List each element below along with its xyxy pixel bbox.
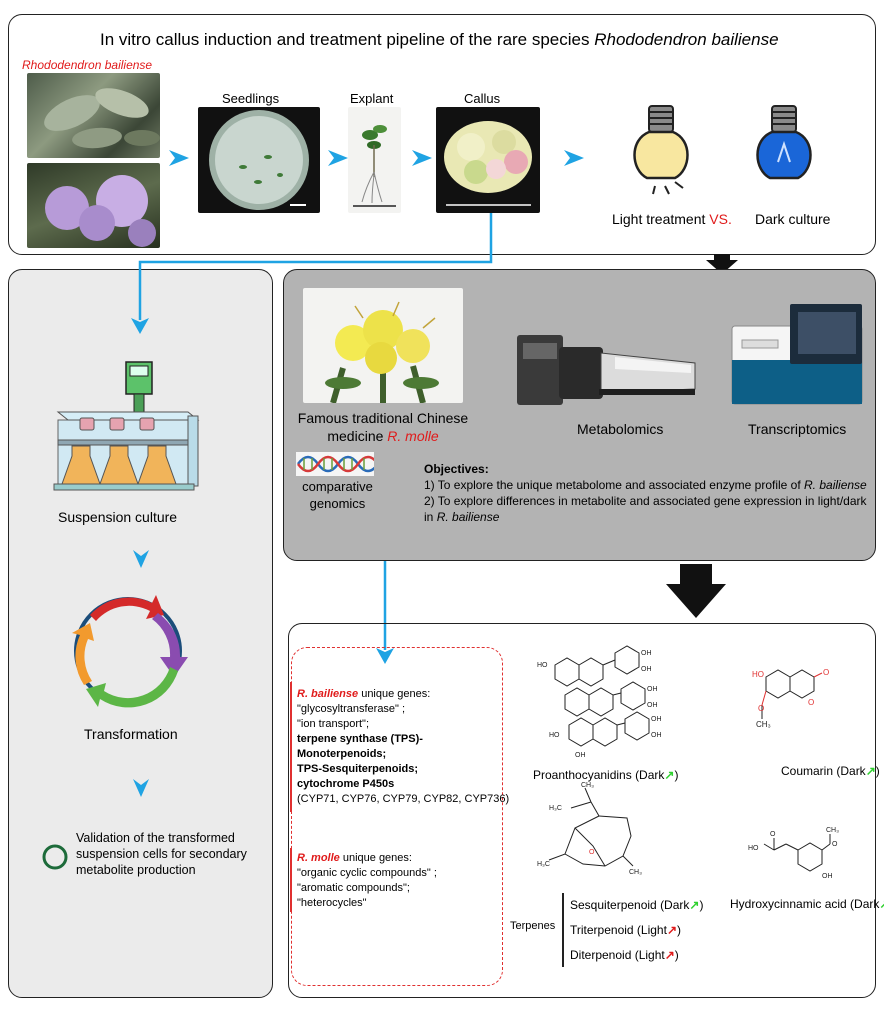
arrow-down-icon: [706, 254, 738, 274]
svg-text:O: O: [808, 698, 814, 707]
callus-photo: [436, 107, 540, 213]
explant-label: Explant: [350, 91, 394, 106]
plant-leaf-photo: [27, 73, 160, 158]
arrow-icon: [169, 150, 189, 166]
molle-gene-list: R. molle unique genes: "organic cyclic c…: [297, 852, 437, 909]
svg-text:OH: OH: [651, 716, 662, 723]
terpene-bracket: [562, 893, 564, 967]
sequencer-icon: [731, 304, 863, 405]
svg-text:OH: OH: [822, 873, 833, 880]
explant-photo: [348, 107, 401, 213]
up-arrow-icon: ↗: [664, 768, 675, 782]
svg-text:O: O: [589, 849, 595, 856]
coumarin-label: Coumarin (Dark↗): [781, 764, 880, 778]
species-label: Rhododendron bailiense: [22, 58, 153, 72]
suspension-culture-icon: [53, 361, 200, 491]
arrow-down-icon: [133, 779, 149, 797]
up-arrow-icon: ↗: [664, 948, 675, 962]
svg-text:HO: HO: [752, 670, 764, 679]
gene-box-bar: [290, 682, 292, 812]
suspension-culture-label: Suspension culture: [58, 509, 178, 525]
gene-box: [291, 647, 503, 986]
up-arrow-icon: ↗: [865, 764, 876, 778]
light-treatment-label: Light treatment VS.: [612, 211, 732, 227]
svg-text:HO: HO: [537, 662, 548, 669]
sesquiterpenoid-structure: CH₃ H₃C H₃C CH₃ O: [537, 782, 642, 876]
transformation-label: Transformation: [84, 726, 178, 742]
validation-text: Validation of the transformed suspension…: [76, 831, 247, 877]
up-arrow-icon: ↗: [879, 897, 884, 911]
diterpenoid-label: Diterpenoid (Light↗): [570, 948, 679, 962]
objectives-text: Objectives: 1) To explore the unique met…: [424, 462, 867, 524]
proanthocyanidins-label: Proanthocyanidins (Dark↗): [533, 768, 679, 782]
light-bulb-icon: [633, 105, 689, 195]
svg-text:OH: OH: [641, 650, 652, 657]
svg-text:OH: OH: [651, 732, 662, 739]
r-molle-photo: [303, 288, 463, 403]
bailiense-gene-list: R. bailiense unique genes: "glycosyltran…: [297, 688, 510, 805]
arrow-down-icon: [133, 550, 149, 568]
mass-spectrometer-icon: [517, 335, 696, 405]
plasmid-icon: [72, 595, 188, 708]
callus-label: Callus: [464, 91, 501, 106]
svg-text:CH₃: CH₃: [629, 869, 642, 876]
svg-text:CH₃: CH₃: [756, 720, 771, 729]
hydroxycinnamic-label: Hydroxycinnamic acid (Dark↗): [730, 897, 884, 911]
seedlings-label: Seedlings: [222, 91, 280, 106]
dark-culture-label: Dark culture: [755, 211, 831, 227]
arrow-icon: [412, 150, 432, 166]
dark-bulb-icon: [756, 105, 812, 180]
svg-text:H₃C: H₃C: [549, 805, 562, 812]
svg-text:HO: HO: [748, 845, 759, 852]
sesquiterpenoid-label: Sesquiterpenoid (Dark↗): [570, 898, 704, 912]
results-panel: [288, 623, 876, 998]
svg-text:OH: OH: [647, 702, 658, 709]
svg-text:CH₃: CH₃: [826, 827, 839, 834]
terpenes-label: Terpenes: [510, 920, 556, 932]
arrow-icon: [564, 150, 584, 166]
comparative-genomics-label: comparative genomics: [302, 479, 373, 511]
seedlings-photo: [198, 107, 320, 213]
up-arrow-icon: ↗: [689, 898, 700, 912]
proanthocyanidin-structure: HO OH OH OH OH OH OH OH HO: [537, 645, 662, 759]
svg-text:O: O: [758, 704, 764, 713]
gene-box-bar: [290, 848, 292, 912]
up-arrow-icon: ↗: [666, 923, 677, 937]
svg-text:O: O: [832, 841, 838, 848]
svg-text:OH: OH: [647, 686, 658, 693]
svg-text:O: O: [770, 831, 776, 838]
triterpenoid-label: Triterpenoid (Light↗): [570, 923, 681, 937]
hydroxycinnamic-structure: HO O O CH₃ OH: [748, 827, 839, 880]
circle-icon: [42, 844, 68, 870]
svg-text:H₃C: H₃C: [537, 861, 550, 868]
coumarin-structure: HO O O O CH₃: [752, 668, 829, 729]
svg-text:OH: OH: [641, 666, 652, 673]
page-title: In vitro callus induction and treatment …: [100, 30, 779, 49]
svg-text:O: O: [823, 668, 829, 677]
svg-text:CH₃: CH₃: [581, 782, 594, 789]
svg-text:OH: OH: [575, 752, 586, 759]
svg-text:HO: HO: [549, 732, 560, 739]
arrow-icon: [328, 150, 348, 166]
metabolomics-label: Metabolomics: [577, 421, 664, 437]
arrow-down-icon: [666, 564, 726, 618]
plant-flower-photo: [27, 163, 160, 248]
transcriptomics-label: Transcriptomics: [748, 421, 847, 437]
dna-icon: [296, 452, 374, 476]
tcm-label: Famous traditional Chinese medicine R. m…: [297, 410, 469, 444]
